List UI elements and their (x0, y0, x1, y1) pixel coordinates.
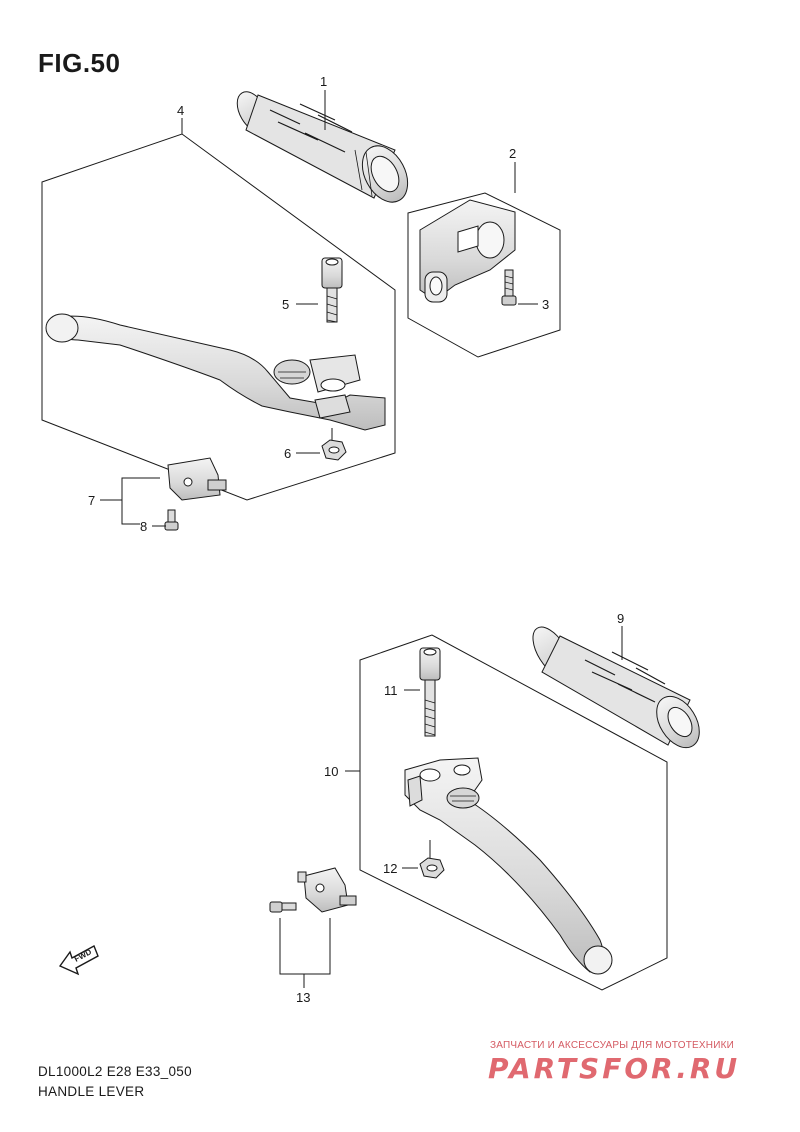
figure-name: HANDLE LEVER (38, 1084, 145, 1099)
pivot-bolt-part[interactable] (321, 257, 343, 323)
callout-11: 11 (384, 683, 398, 698)
callout-13: 13 (296, 990, 311, 1005)
callout-12: 12 (383, 861, 398, 876)
callout-6: 6 (284, 446, 292, 461)
clamp-screw-part[interactable] (501, 269, 517, 306)
forward-direction-arrow (58, 945, 99, 976)
clamp-housing-part[interactable] (419, 199, 516, 303)
callout-4: 4 (177, 103, 185, 118)
leader-13 (279, 918, 331, 975)
group-box-10 (359, 634, 668, 991)
callout-2: 2 (509, 146, 517, 161)
leader-7 (121, 477, 160, 525)
lower-pivot-bolt-part[interactable] (419, 647, 441, 737)
upper-lever-part[interactable] (45, 313, 386, 431)
model-code: DL1000L2 E28 E33_050 (38, 1064, 192, 1079)
switch-screw-part[interactable] (164, 509, 179, 531)
clutch-switch-part[interactable] (167, 457, 227, 501)
lever-nut-part[interactable] (321, 428, 347, 461)
callout-10: 10 (324, 764, 339, 779)
brake-switch-part[interactable] (297, 867, 357, 913)
callout-1: 1 (320, 74, 328, 89)
callout-5: 5 (282, 297, 290, 312)
watermark-tagline: ЗАПЧАСТИ И АКСЕССУАРЫ ДЛЯ МОТОТЕХНИКИ (490, 1040, 735, 1051)
left-grip-part[interactable] (525, 621, 708, 755)
watermark-logo: PARTSFOR.RU (488, 1052, 741, 1085)
brake-switch-screw-part[interactable] (269, 901, 297, 913)
lower-lever-part[interactable] (404, 757, 613, 975)
callout-9: 9 (617, 611, 625, 626)
callout-7: 7 (88, 493, 96, 508)
figure-title: FIG.50 (38, 48, 121, 78)
throttle-grip-part[interactable] (231, 86, 417, 209)
callout-8: 8 (140, 519, 148, 534)
lower-lever-nut-part[interactable] (419, 840, 445, 879)
group-box-2 (407, 192, 561, 358)
callout-3: 3 (542, 297, 550, 312)
